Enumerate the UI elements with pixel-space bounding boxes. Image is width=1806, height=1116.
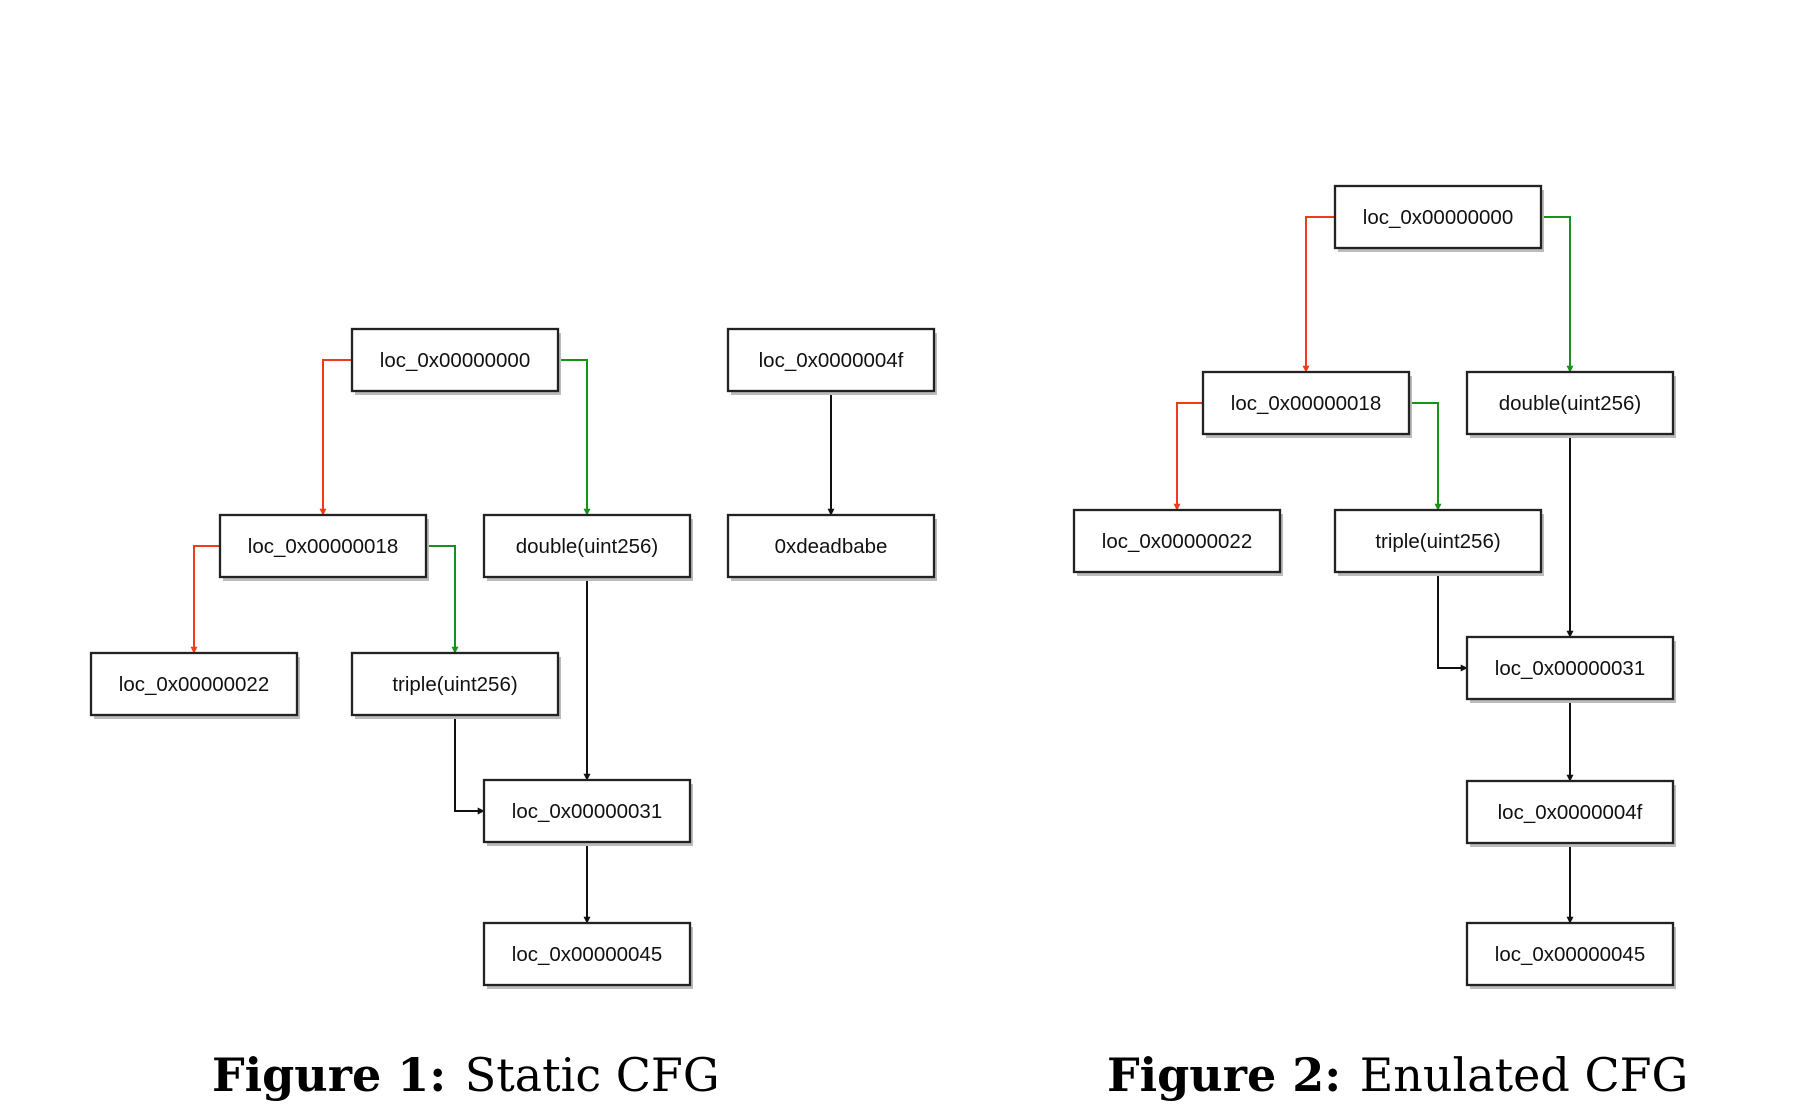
node-box bbox=[218, 513, 428, 579]
figure-2-edge-b18-to-b22 bbox=[1173, 402, 1203, 511]
figure-1-node-adbl: double(uint256) bbox=[482, 513, 693, 581]
node-box bbox=[1333, 508, 1543, 574]
node-box bbox=[482, 513, 692, 579]
node-label: loc_0x00000045 bbox=[1495, 943, 1645, 966]
node-label: triple(uint256) bbox=[392, 673, 517, 696]
node-label: triple(uint256) bbox=[1375, 530, 1500, 553]
figure-1-caption-label: Figure 1: bbox=[212, 1048, 446, 1102]
node-box bbox=[1201, 370, 1411, 436]
figure-2-node-b4f: loc_0x0000004f bbox=[1465, 779, 1676, 847]
node-label: 0xdeadbabe bbox=[775, 535, 888, 558]
figure-1-node-atrp: triple(uint256) bbox=[350, 651, 561, 719]
node-label: loc_0x0000004f bbox=[1498, 801, 1643, 824]
node-label: loc_0x00000045 bbox=[512, 943, 662, 966]
node-box bbox=[1465, 370, 1675, 436]
node-label: loc_0x0000004f bbox=[759, 349, 904, 372]
node-box bbox=[350, 327, 560, 393]
figure-2-caption-label: Figure 2: bbox=[1107, 1048, 1341, 1102]
node-label: loc_0x00000000 bbox=[380, 349, 530, 372]
figure-2-edge-btrp-to-b31 bbox=[1437, 572, 1468, 672]
figure-2-node-btrp: triple(uint256) bbox=[1333, 508, 1544, 576]
figure-2-node-b22: loc_0x00000022 bbox=[1072, 508, 1283, 576]
figure-1-edge-a0-to-a18 bbox=[319, 359, 352, 516]
node-label: loc_0x00000018 bbox=[248, 535, 398, 558]
figure-2-node-bdbl: double(uint256) bbox=[1465, 370, 1676, 438]
figure-2-edge-b0-to-bdbl bbox=[1541, 216, 1574, 373]
figure-1-edge-atrp-to-a31 bbox=[454, 715, 485, 815]
figure-1-node-adead: 0xdeadbabe bbox=[726, 513, 937, 581]
node-box bbox=[482, 778, 692, 844]
node-box bbox=[1465, 635, 1675, 701]
figure-1-edge-a0-to-adbl bbox=[558, 359, 591, 516]
node-box bbox=[726, 327, 936, 393]
figure-2-node-b31: loc_0x00000031 bbox=[1465, 635, 1676, 703]
figure-1-edge-a18-to-atrp bbox=[426, 545, 459, 654]
node-box bbox=[726, 513, 936, 579]
figure-1-node-a0: loc_0x00000000 bbox=[350, 327, 561, 395]
node-label: double(uint256) bbox=[1499, 392, 1641, 415]
figure-1-node-a45: loc_0x00000045 bbox=[482, 921, 693, 989]
node-box bbox=[89, 651, 299, 717]
figure-2-node-b0: loc_0x00000000 bbox=[1333, 184, 1544, 252]
figure-1-edge-a18-to-a22 bbox=[190, 545, 220, 654]
node-label: double(uint256) bbox=[516, 535, 658, 558]
figure-2-node-b18: loc_0x00000018 bbox=[1201, 370, 1412, 438]
node-box bbox=[350, 651, 560, 717]
node-label: loc_0x00000031 bbox=[512, 800, 662, 823]
figure-1-node-a18: loc_0x00000018 bbox=[218, 513, 429, 581]
nodes-layer: loc_0x00000000 loc_0x0000004f loc_0x000000… bbox=[89, 184, 1676, 989]
figure-2-edge-b18-to-btrp bbox=[1409, 402, 1442, 511]
node-label: loc_0x00000022 bbox=[1102, 530, 1252, 553]
node-box bbox=[482, 921, 692, 987]
node-box bbox=[1465, 921, 1675, 987]
figure-2-caption-text: Enulated CFG bbox=[1360, 1048, 1689, 1102]
node-box bbox=[1072, 508, 1282, 574]
node-label: loc_0x00000000 bbox=[1363, 206, 1513, 229]
node-box bbox=[1465, 779, 1675, 845]
figure-1-node-a31: loc_0x00000031 bbox=[482, 778, 693, 846]
node-label: loc_0x00000018 bbox=[1231, 392, 1381, 415]
figure-1-caption: Figure 1: Static CFG bbox=[212, 1048, 720, 1102]
node-label: loc_0x00000031 bbox=[1495, 657, 1645, 680]
figure-1-node-a4f: loc_0x0000004f bbox=[726, 327, 937, 395]
node-label: loc_0x00000022 bbox=[119, 673, 269, 696]
figure-2-edge-b0-to-b18 bbox=[1302, 216, 1335, 373]
node-box bbox=[1333, 184, 1543, 250]
figure-2-caption: Figure 2: Enulated CFG bbox=[1107, 1048, 1688, 1102]
figure-1-caption-text: Static CFG bbox=[465, 1048, 720, 1102]
figure-2-node-b45: loc_0x00000045 bbox=[1465, 921, 1676, 989]
figure-1-node-a22: loc_0x00000022 bbox=[89, 651, 300, 719]
edges-layer bbox=[190, 216, 1574, 924]
